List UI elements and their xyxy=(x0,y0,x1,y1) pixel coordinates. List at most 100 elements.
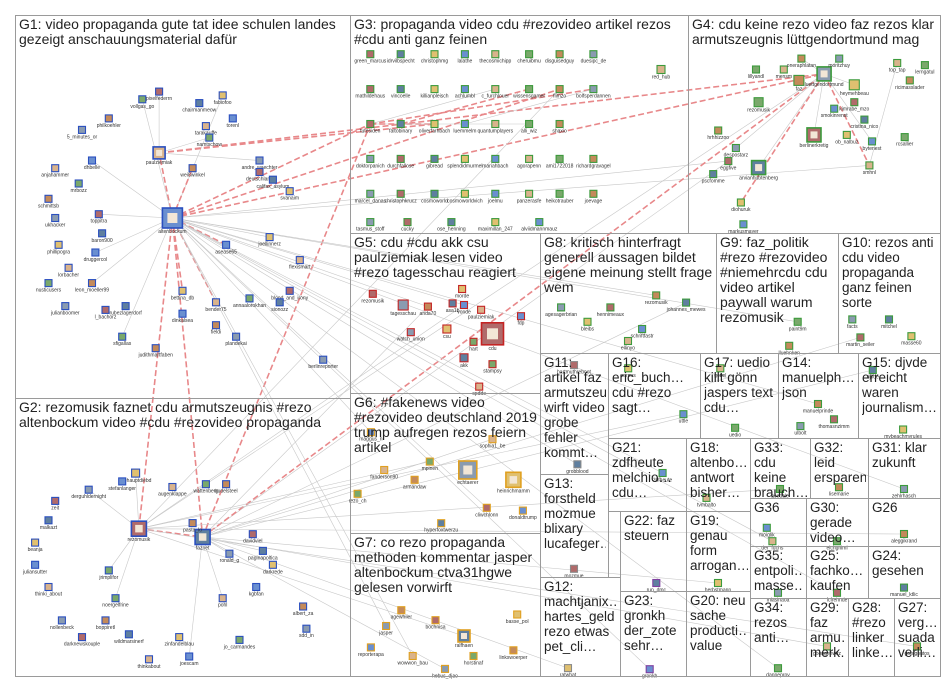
node-wattenberg[interactable]: wattenberg xyxy=(194,480,219,495)
node-arvianhubtenberg[interactable]: arvianhubtenberg xyxy=(739,159,778,182)
node-rubezlagerdorf[interactable]: rubezlagerdorf xyxy=(109,302,142,317)
node-djvde[interactable]: djvde xyxy=(867,365,879,381)
node-cucky[interactable]: cucky xyxy=(401,218,414,233)
node-mathildehaus[interactable]: mathildehaus xyxy=(355,85,386,100)
node-agewhiler[interactable]: agewhiler xyxy=(391,606,413,621)
node-stefanlanger[interactable]: stefanlanger xyxy=(108,477,136,492)
node-sdd_in[interactable]: sdd_in xyxy=(299,624,314,639)
node-diohuruk[interactable]: diohuruk xyxy=(731,198,751,213)
node-trudelsteel[interactable]: trudelsteel xyxy=(215,480,238,495)
node-mariahbach[interactable]: mariahbach xyxy=(482,154,509,169)
node-pasta_lo[interactable]: pasta_lo xyxy=(183,519,202,534)
node-idrvilbspecht[interactable]: idrvilbspecht xyxy=(387,50,415,65)
node-alviidmannmauz[interactable]: alviidmannmauz xyxy=(521,218,558,233)
node-deutschland[interactable]: deutschland xyxy=(246,167,273,183)
node-asa1b[interactable]: asa1b xyxy=(446,299,460,314)
node-ukhacker[interactable]: ukhacker xyxy=(45,213,66,229)
node-agesagerbrian[interactable]: agesagerbrian xyxy=(545,303,577,318)
node-faltobinary[interactable]: faltobinary xyxy=(389,119,413,135)
node-lalathe[interactable]: lalathe xyxy=(458,50,473,65)
node-ob_nalbuz[interactable]: ob_nalbuz xyxy=(835,130,859,145)
node-namtschow[interactable]: namtschow xyxy=(197,133,223,148)
node-paint9m[interactable]: paint9m xyxy=(789,317,807,332)
node-derguhldernight[interactable]: derguhldernight xyxy=(71,485,107,500)
node-oliverfarhbach[interactable]: oliverfarhbach xyxy=(419,119,451,135)
node-killianpleisch[interactable]: killianpleisch xyxy=(420,85,449,100)
node-zeit[interactable]: zeit xyxy=(51,496,60,511)
node-christophmg[interactable]: christophmg xyxy=(421,50,448,65)
node-durchfallose[interactable]: durchfallose xyxy=(387,154,414,169)
node-uedio[interactable]: uedio xyxy=(729,423,741,438)
node-pscfomme[interactable]: pscfomme xyxy=(702,170,725,185)
node-csu[interactable]: csu xyxy=(442,324,452,340)
node-juliansutter[interactable]: juliansutter xyxy=(22,560,48,575)
node-green_marcus[interactable]: green_marcus xyxy=(354,50,387,65)
node-facts[interactable]: facts xyxy=(847,315,858,330)
node-berlinreporter[interactable]: berlinreporter xyxy=(308,355,338,370)
node-tvmbalto[interactable]: tvmbalto xyxy=(697,493,716,508)
node-tagesschau[interactable]: tagesschau xyxy=(390,299,416,317)
node-ellinyo[interactable]: ellinyo xyxy=(621,336,635,352)
node-albert_za[interactable]: albert_za xyxy=(293,602,314,617)
node-dinkalsea[interactable]: dinkalsea xyxy=(172,309,193,324)
node-5_minutes_or[interactable]: 5_minutes_or xyxy=(67,125,98,140)
node-weißwinkel[interactable]: weißwinkel xyxy=(180,164,205,179)
node-wowwon_bau[interactable]: wowwon_bau xyxy=(398,651,429,667)
node-mpinen[interactable]: mpinen xyxy=(422,457,439,472)
node-mensm[interactable]: mensm xyxy=(776,65,792,80)
node-grobblood[interactable]: grobblood xyxy=(566,460,589,475)
node-bleibs[interactable]: bleibs xyxy=(581,317,595,332)
node-luettgendortmund[interactable]: luettgendortmund xyxy=(805,66,844,88)
node-mitchel[interactable]: mitchel xyxy=(881,315,897,330)
node-torenl[interactable]: torenl xyxy=(227,114,240,129)
node-danneprov[interactable]: danneprov xyxy=(766,664,790,679)
node-fanderson90[interactable]: fanderson90 xyxy=(370,465,398,481)
node-maximillan_247[interactable]: maximillan_247 xyxy=(478,218,513,233)
node-asease65[interactable]: asease65 xyxy=(215,240,237,255)
node-cdu[interactable]: cdu xyxy=(480,321,505,352)
node-hartmuthreboot[interactable]: hartmuthreboot xyxy=(557,361,592,376)
node-jasper[interactable]: jasper xyxy=(378,621,393,637)
node-top_tap[interactable]: top_tap xyxy=(889,58,906,74)
node-bolfsperdannen[interactable]: bolfsperdannen xyxy=(576,85,611,100)
node-hyperfoxtwerzu[interactable]: hyperfoxtwerzu xyxy=(424,519,458,534)
node-tutesiden[interactable]: tutesiden xyxy=(360,119,381,135)
node-ulbolt[interactable]: ulbolt xyxy=(794,422,807,437)
node-ami1722018[interactable]: ami1722018 xyxy=(546,154,574,169)
node-svanaim[interactable]: svanaim xyxy=(280,187,299,202)
node-gobel[interactable]: gobel xyxy=(714,364,726,379)
node-gourgoutos[interactable]: gourgoutos xyxy=(904,642,930,657)
node-boppiretl[interactable]: boppiretl xyxy=(96,616,115,631)
node-uttle[interactable]: uttle xyxy=(679,410,689,425)
node-berlinerkretig[interactable]: berlinerkretig xyxy=(800,127,829,149)
node-baron900[interactable]: baron900 xyxy=(92,229,113,244)
node-philkoehler[interactable]: philkoehler xyxy=(97,114,122,129)
node-cosmoworld[interactable]: cosmoworld xyxy=(421,189,448,204)
node-dhbelle[interactable]: dhbelle xyxy=(84,156,100,171)
node-herbstmann[interactable]: herbstmann xyxy=(705,578,732,594)
node-joellinnerz[interactable]: joellinnerz xyxy=(257,233,281,248)
node-rezomusik[interactable]: rezomusik xyxy=(128,520,151,543)
node-kgbfan[interactable]: kgbfan xyxy=(249,582,264,598)
node-flimzo[interactable]: flimzo xyxy=(553,85,566,100)
node-miasinaoa[interactable]: miasinaoa xyxy=(767,588,790,603)
node-bettina_db[interactable]: bettina_db xyxy=(171,286,195,301)
node-fcfrehnde[interactable]: fcfrehnde xyxy=(827,588,848,603)
node-richardgravagel[interactable]: richardgravagel xyxy=(576,154,611,169)
node-christophkrucz[interactable]: christophkrucz xyxy=(385,189,418,204)
node-pohl[interactable]: pohl xyxy=(218,594,227,609)
node-darknewskouple[interactable]: darknewskouple xyxy=(64,633,100,648)
node-fabiofoo[interactable]: fabiofoo xyxy=(214,91,232,106)
node-ronald_g[interactable]: ronald_g xyxy=(220,549,240,564)
node-wildmarsinerf[interactable]: wildmarsinerf xyxy=(114,630,144,645)
node-disguisedguy[interactable]: disguisedguy xyxy=(545,50,575,65)
node-ose_henning[interactable]: ose_henning xyxy=(437,218,466,233)
node-mrbozz[interactable]: mrbozz xyxy=(70,179,87,194)
node-davidviel[interactable]: davidviel xyxy=(243,530,263,545)
node-doktorpanich[interactable]: doktorpanich xyxy=(356,154,385,169)
node-echtaerer[interactable]: echtaerer xyxy=(457,460,479,486)
node-moritzhuy[interactable]: moritzhuy xyxy=(828,54,851,69)
node-vincoelle[interactable]: vincoelle xyxy=(391,85,411,100)
node-bochnisa[interactable]: bochnisa xyxy=(425,616,446,631)
node-tasmus_stoff[interactable]: tasmus_stoff xyxy=(356,218,385,233)
